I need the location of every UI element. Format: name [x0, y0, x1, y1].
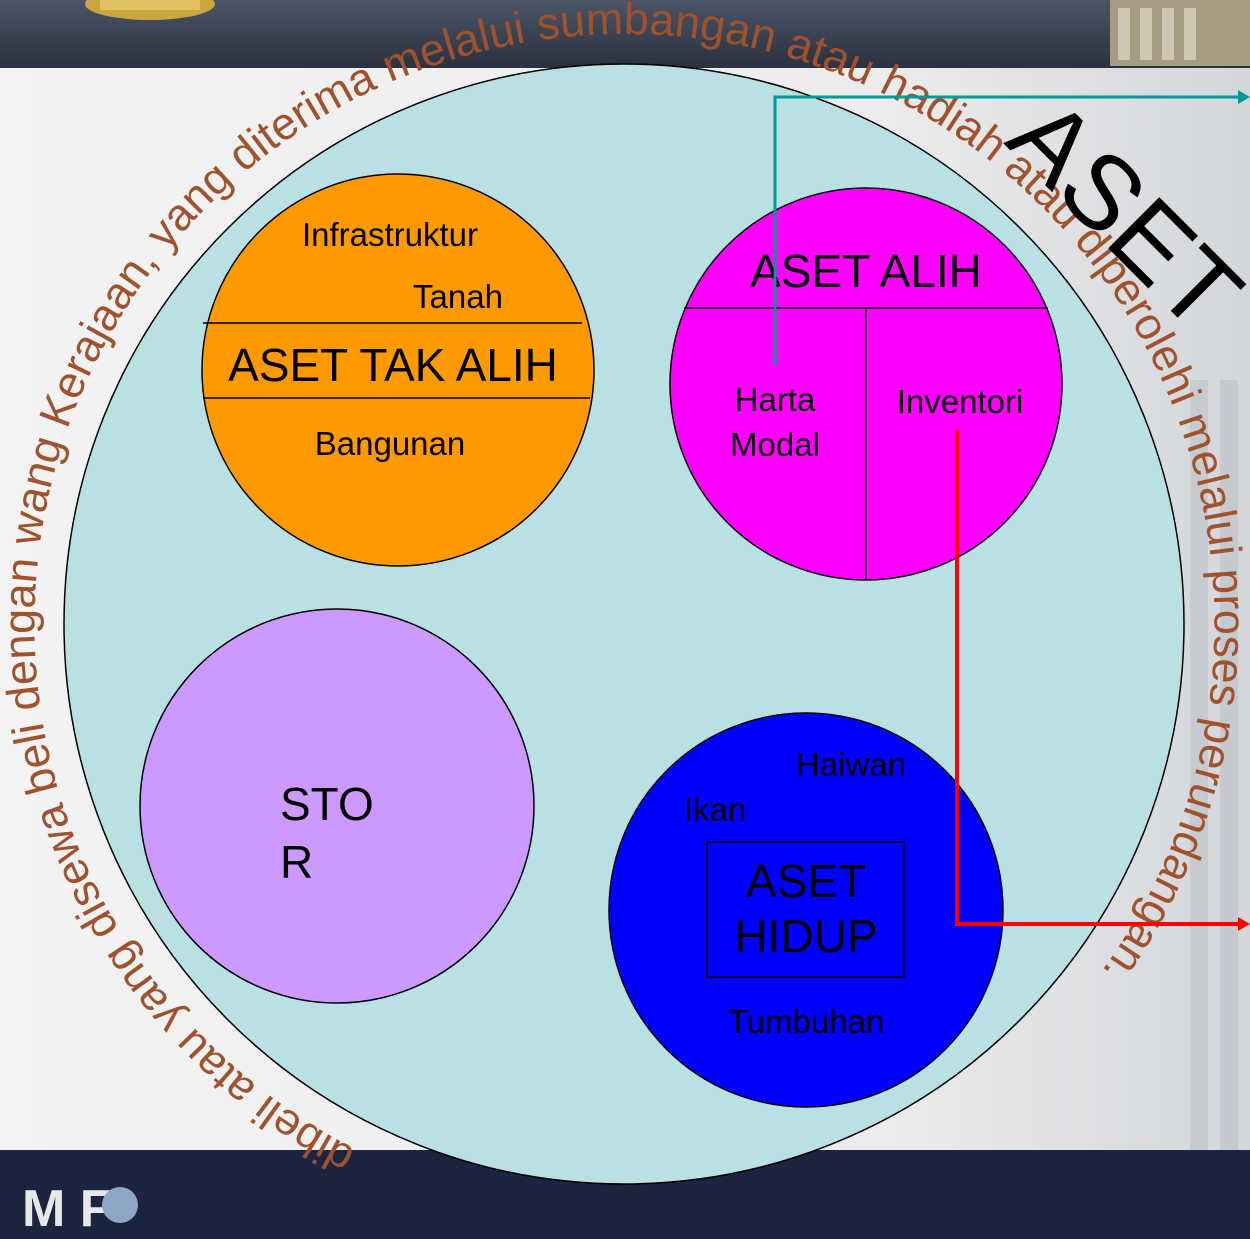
aset-hidup-title-line2: HIDUP — [734, 910, 877, 962]
building-icon — [1110, 0, 1250, 66]
teal-arrowhead-icon — [1238, 90, 1250, 104]
teal-connector-arrow — [773, 90, 1250, 365]
stor-circle — [139, 608, 535, 1004]
red-arrowhead-icon — [1238, 917, 1250, 931]
item-inventori: Inventori — [897, 383, 1024, 420]
aset-alih-title: ASET ALIH — [750, 245, 982, 297]
mof-logo: M F — [22, 1180, 138, 1238]
item-harta-line2: Modal — [730, 426, 820, 463]
item-bangunan: Bangunan — [315, 425, 465, 462]
item-infrastruktur: Infrastruktur — [302, 216, 478, 253]
item-ikan: Ikan — [684, 791, 746, 828]
crest-icon — [85, 0, 215, 20]
stor-group: STO R — [139, 608, 535, 1004]
aset-alih-group: ASET ALIH Harta Modal Inventori — [669, 187, 1063, 581]
aset-tak-alih-group: Infrastruktur Tanah ASET TAK ALIH Bangun… — [201, 173, 595, 567]
aset-tak-alih-title: ASET TAK ALIH — [228, 339, 558, 391]
aset-hidup-circle — [608, 712, 1004, 1108]
item-harta-line1: Harta — [735, 381, 816, 418]
aset-hidup-group: Haiwan Ikan ASET HIDUP Tumbuhan — [608, 712, 1004, 1108]
background-building-pattern — [1190, 380, 1238, 1150]
aset-hidup-box — [706, 841, 905, 978]
item-tanah: Tanah — [413, 278, 503, 315]
aset-outer-circle — [63, 63, 1185, 1185]
globe-icon — [102, 1187, 138, 1223]
stor-label-line2: R — [280, 836, 313, 888]
mof-logo-text: M F — [22, 1180, 112, 1238]
aset-tak-alih-circle — [201, 173, 595, 567]
header-band — [0, 0, 1250, 68]
aset-hidup-title-line1: ASET — [746, 855, 866, 907]
item-tumbuhan: Tumbuhan — [728, 1003, 885, 1040]
red-connector-arrow — [955, 430, 1250, 931]
stor-label-line1: STO — [280, 778, 374, 830]
item-haiwan: Haiwan — [796, 746, 906, 783]
